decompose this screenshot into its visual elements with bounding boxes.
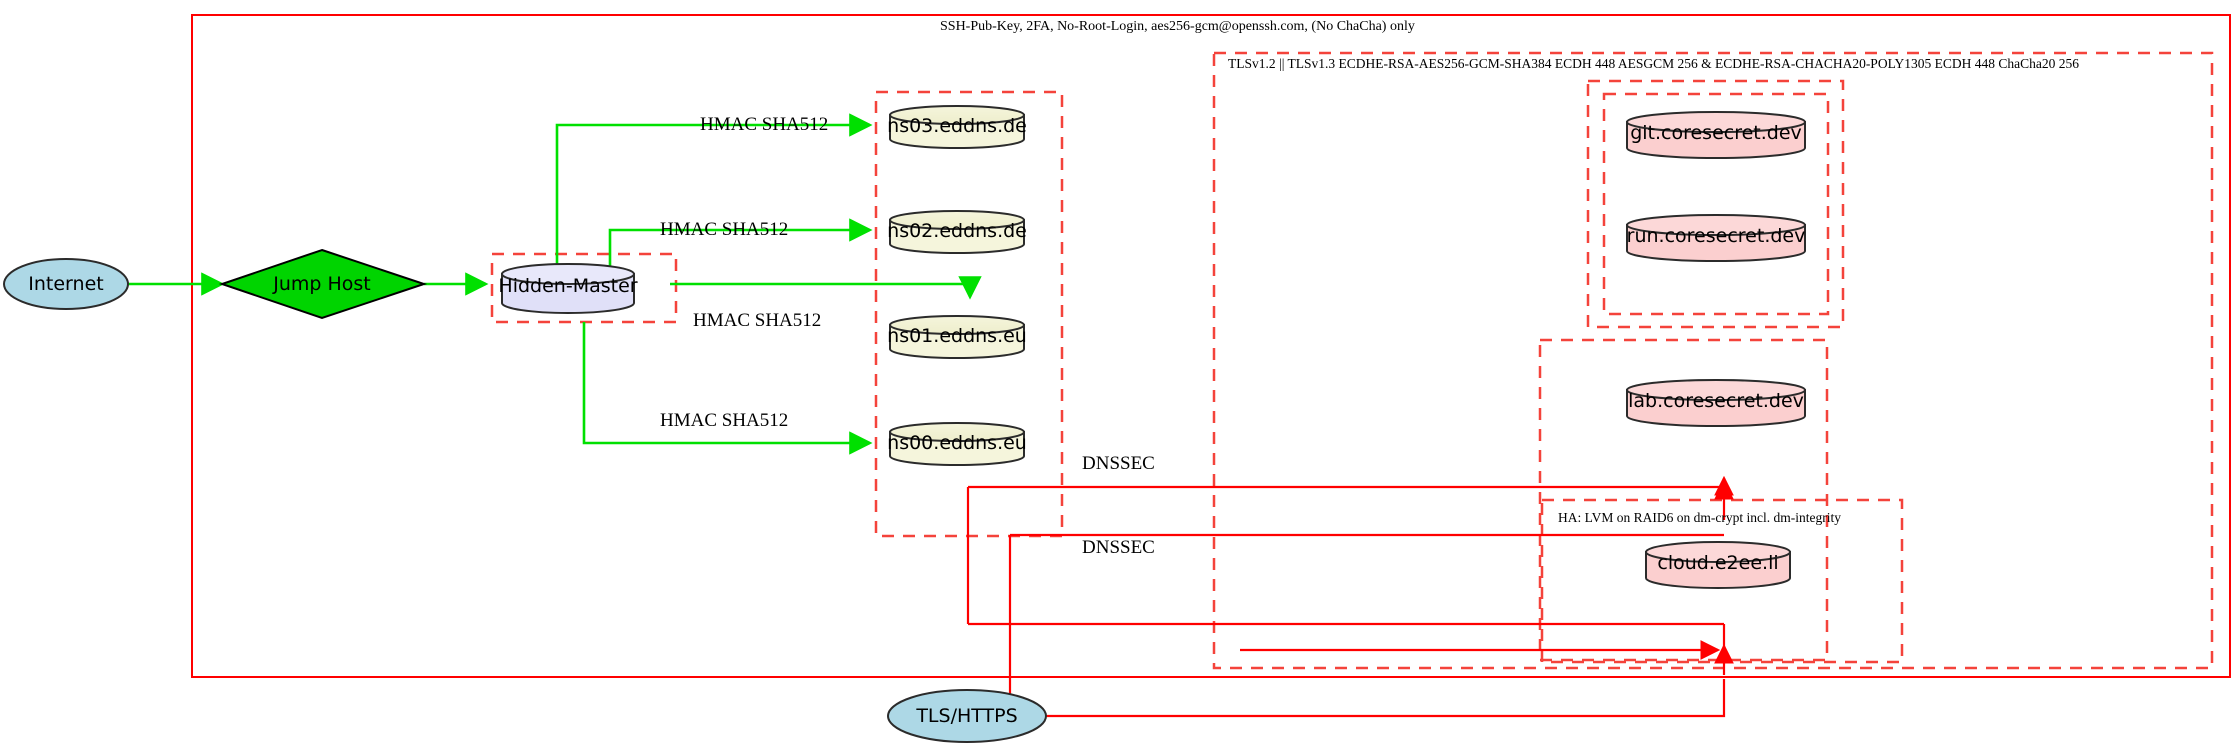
node-run-coresecret-label[interactable]: run.coresecret.dev <box>1626 225 1806 247</box>
node-cloud-shape <box>1645 541 1791 589</box>
edge-label-hmac-ns01: HMAC SHA512 <box>693 310 822 331</box>
node-run-shape <box>1626 214 1806 262</box>
node-hidden-master-shape <box>501 263 635 314</box>
edge-tlshttps-right <box>1046 679 1726 718</box>
outer-boundary <box>191 14 2231 678</box>
node-tlshttps-shape <box>887 689 1047 743</box>
coresecret-inner-cluster-boundary <box>1602 92 1830 316</box>
node-ns00-label[interactable]: ns00.eddns.eu <box>887 432 1027 454</box>
edge-label-dnssec-lower: DNSSEC <box>1082 537 1155 558</box>
node-lab-coresecret-label[interactable]: lab.coresecret.dev <box>1628 390 1804 412</box>
node-hidden-master-label[interactable]: Hidden-Master <box>498 275 638 297</box>
ha-cluster-label: HA: LVM on RAID6 on dm-crypt incl. dm-in… <box>1558 510 1841 525</box>
node-ns03-label[interactable]: ns03.eddns.de <box>887 115 1027 137</box>
node-jumphost-shape <box>218 248 428 320</box>
edge-master-ns02 <box>608 218 873 268</box>
node-ns02-shape <box>889 210 1025 254</box>
node-internet-label[interactable]: Internet <box>28 273 104 295</box>
coresecret-outer-cluster-boundary <box>1586 79 1845 329</box>
node-ns01-label[interactable]: ns01.eddns.eu <box>887 325 1027 347</box>
edge-label-hmac-ns02: HMAC SHA512 <box>660 219 789 240</box>
node-internet-shape <box>3 258 129 310</box>
node-git-coresecret-label[interactable]: git.coresecret.dev <box>1630 122 1802 144</box>
node-ns02-label[interactable]: ns02.eddns.de <box>887 220 1027 242</box>
node-tls-https-label[interactable]: TLS/HTTPS <box>916 705 1018 727</box>
node-cloud-e2ee-label[interactable]: cloud.e2ee.li <box>1657 552 1779 574</box>
edge-master-ns00 <box>582 322 873 455</box>
edge-label-dnssec-upper: DNSSEC <box>1082 453 1155 474</box>
diagram-title-label: SSH-Pub-Key, 2FA, No-Root-Login, aes256-… <box>940 19 1415 34</box>
node-ns00-shape <box>889 422 1025 466</box>
tls-cluster-boundary <box>1212 51 2214 670</box>
node-git-shape <box>1626 111 1806 159</box>
node-jump-host-label[interactable]: Jump Host <box>273 273 371 295</box>
edge-master-ns03 <box>555 113 873 268</box>
ns-cluster-boundary <box>874 90 1064 538</box>
node-lab-shape <box>1626 379 1806 427</box>
edge-dnssec-upper <box>968 475 1734 496</box>
tls-cluster-label: TLSv1.2 || TLSv1.3 ECDHE-RSA-AES256-GCM-… <box>1228 56 2079 71</box>
edge-label-hmac-ns03: HMAC SHA512 <box>700 114 829 135</box>
edge-master-ns01 <box>670 276 982 300</box>
edge-label-hmac-ns00: HMAC SHA512 <box>660 410 789 431</box>
node-ns03-shape <box>889 105 1025 149</box>
node-ns01-shape <box>889 315 1025 359</box>
